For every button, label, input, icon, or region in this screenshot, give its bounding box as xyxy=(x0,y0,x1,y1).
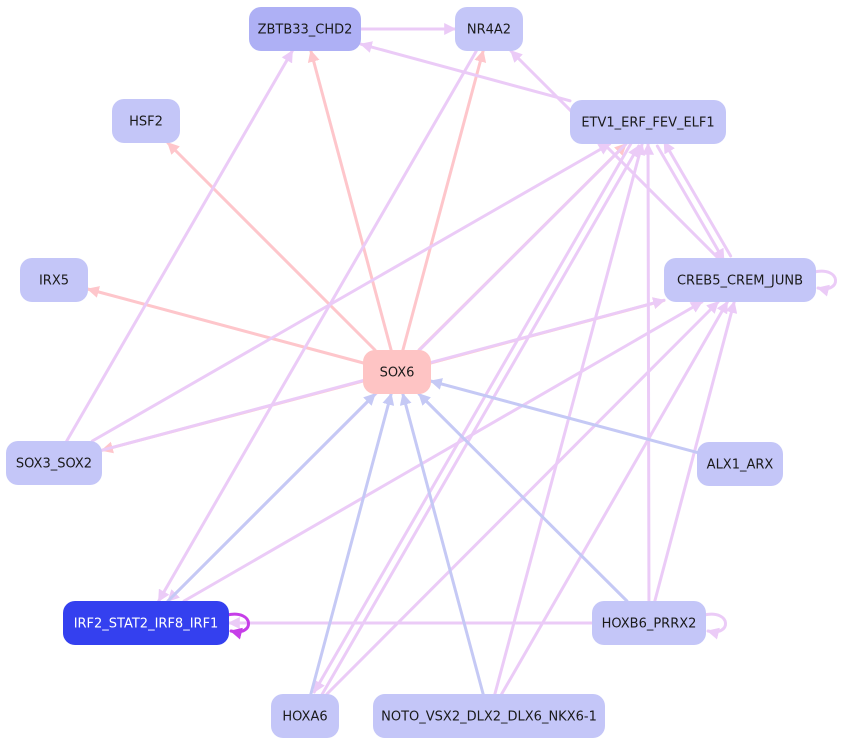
node-box-nr4a2 xyxy=(455,7,523,51)
node-box-noto xyxy=(373,694,605,738)
node-noto[interactable]: NOTO_VSX2_DLX2_DLX6_NKX6-1 xyxy=(373,694,605,738)
node-box-hsf2 xyxy=(112,99,180,143)
node-box-alx1 xyxy=(697,442,783,486)
node-label-hsf2: HSF2 xyxy=(129,115,163,130)
edge-hoxb6-to-etv1 xyxy=(642,142,655,603)
edge-hoxb6-to-hoxb6 xyxy=(702,612,727,640)
node-sox3[interactable]: SOX3_SOX2 xyxy=(6,441,102,485)
edge-irf2-to-irf2 xyxy=(225,612,250,640)
edge-irf2-to-creb5 xyxy=(182,300,704,603)
edge-creb5-to-creb5 xyxy=(812,269,837,297)
node-label-etv1: ETV1_ERF_FEV_ELF1 xyxy=(581,116,714,131)
node-label-sox6: SOX6 xyxy=(380,366,415,381)
edge-irf2-to-sox6 xyxy=(166,392,377,603)
node-label-sox3: SOX3_SOX2 xyxy=(16,457,92,472)
node-box-hoxb6 xyxy=(592,601,706,645)
node-irf2[interactable]: IRF2_STAT2_IRF8_IRF1 xyxy=(63,601,229,645)
node-etv1[interactable]: ETV1_ERF_FEV_ELF1 xyxy=(570,100,726,144)
node-box-creb5 xyxy=(664,258,816,302)
node-box-hoxa6 xyxy=(271,694,339,738)
node-hoxb6[interactable]: HOXB6_PRRX2 xyxy=(592,601,706,645)
edge-nr4a2-to-irf2 xyxy=(157,49,478,603)
node-box-sox6 xyxy=(363,350,431,394)
node-creb5[interactable]: CREB5_CREM_JUNB xyxy=(664,258,816,302)
node-sox6[interactable]: SOX6 xyxy=(363,350,431,394)
node-label-irx5: IRX5 xyxy=(39,274,69,289)
edge-sox3-to-etv1 xyxy=(90,142,612,443)
node-label-zbtb33: ZBTB33_CHD2 xyxy=(258,23,353,38)
node-label-hoxa6: HOXA6 xyxy=(282,710,327,725)
node-box-etv1 xyxy=(570,100,726,144)
edge-creb5-to-etv1 xyxy=(662,140,733,258)
edge-hoxa6-to-sox6 xyxy=(309,392,395,696)
node-box-sox3 xyxy=(6,441,102,485)
node-hoxa6[interactable]: HOXA6 xyxy=(271,694,339,738)
node-zbtb33[interactable]: ZBTB33_CHD2 xyxy=(249,7,361,51)
node-label-creb5: CREB5_CREM_JUNB xyxy=(677,274,803,289)
edge-noto-to-creb5 xyxy=(500,300,729,696)
edge-sox6-to-nr4a2 xyxy=(401,49,487,352)
node-hsf2[interactable]: HSF2 xyxy=(112,99,180,143)
edge-sox6-to-zbtb33 xyxy=(307,49,393,352)
node-label-noto: NOTO_VSX2_DLX2_DLX6_NKX6-1 xyxy=(381,710,597,725)
node-box-zbtb33 xyxy=(249,7,361,51)
edge-etv1-to-hoxa6 xyxy=(312,140,634,694)
node-label-alx1: ALX1_ARX xyxy=(707,458,774,473)
node-box-irf2 xyxy=(63,601,229,645)
node-label-hoxb6: HOXB6_PRRX2 xyxy=(602,617,697,632)
edge-alx1-to-sox6 xyxy=(429,378,699,454)
edge-etv1-to-creb5 xyxy=(655,144,726,262)
node-nr4a2[interactable]: NR4A2 xyxy=(455,7,523,51)
edge-hoxb6-to-sox6 xyxy=(417,392,629,603)
node-alx1[interactable]: ALX1_ARX xyxy=(697,442,783,486)
edge-noto-to-sox6 xyxy=(399,392,485,696)
node-label-irf2: IRF2_STAT2_IRF8_IRF1 xyxy=(74,617,219,632)
node-box-irx5 xyxy=(20,258,88,302)
edge-sox3-to-zbtb33 xyxy=(65,49,294,443)
edge-sox6-to-irx5 xyxy=(86,286,365,365)
edge-sox6-to-hsf2 xyxy=(166,141,377,352)
node-irx5[interactable]: IRX5 xyxy=(20,258,88,302)
edge-hoxa6-to-etv1 xyxy=(319,144,641,698)
node-label-nr4a2: NR4A2 xyxy=(467,23,511,38)
